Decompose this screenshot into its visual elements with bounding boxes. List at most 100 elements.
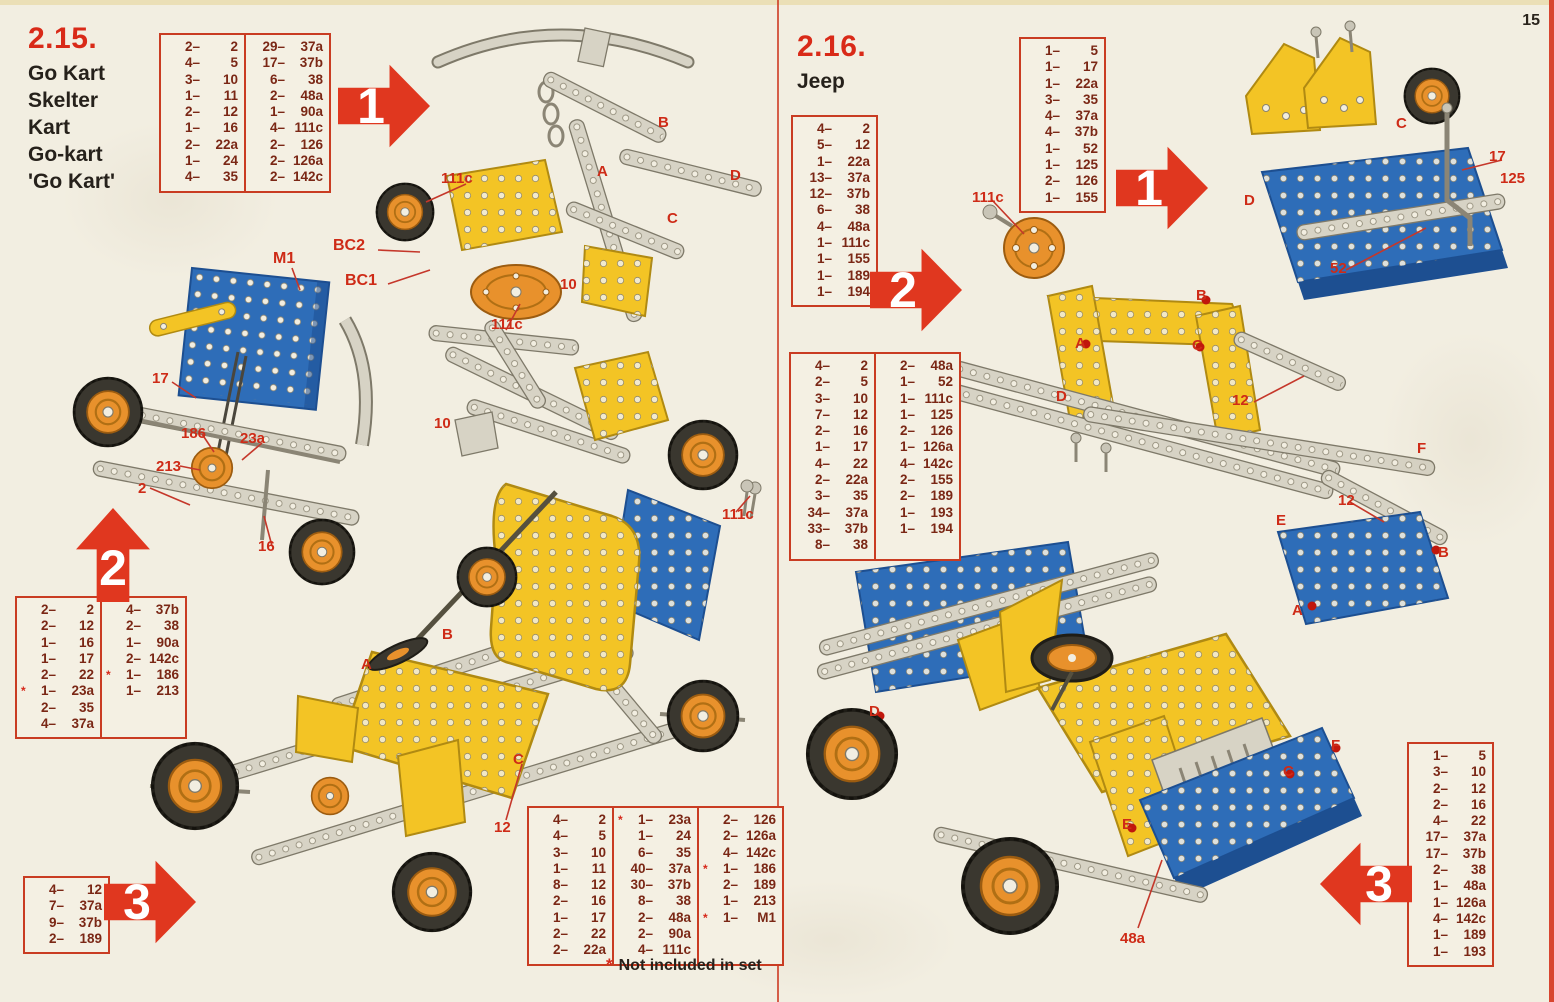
- step-number: 1: [1135, 160, 1163, 216]
- part-entry: 3–35: [814, 488, 868, 504]
- part-entry: 4–22: [1432, 813, 1486, 829]
- yellow-girder: [1046, 294, 1252, 348]
- part-entry: 4–142c: [1432, 910, 1486, 926]
- blue-plate: [608, 488, 722, 642]
- yellow-plate: [580, 244, 654, 318]
- perforated-strip: [201, 644, 634, 789]
- part-entry: *1–23a: [21, 683, 94, 699]
- part-entry: 2–22a: [814, 472, 868, 488]
- part-entry: 34–37a: [807, 504, 868, 520]
- diagram-label: 111c: [722, 506, 754, 523]
- diagram-label: F: [1331, 737, 1341, 754]
- part-entry: 1–16: [184, 120, 238, 136]
- diagram-label: D: [1244, 192, 1255, 209]
- part-entry: 1–17: [40, 650, 94, 666]
- part-entry: 2–126a: [722, 828, 776, 844]
- wheel: [288, 518, 356, 586]
- part-entry: 17–37b: [1425, 845, 1486, 861]
- part-entry: 17–37b: [262, 55, 323, 71]
- diagram-label: 23a: [240, 430, 266, 447]
- model-name: Kart: [28, 116, 71, 139]
- part-entry: 8–38: [637, 893, 691, 909]
- part-entry: 1–5: [1432, 748, 1486, 763]
- crank-axle: [1444, 112, 1473, 246]
- diagram-label: 16: [258, 538, 275, 555]
- perforated-strip: [542, 71, 667, 143]
- perforated-strip: [565, 201, 685, 260]
- part-entry: 2–48a: [899, 358, 953, 373]
- part-entry: 4–2: [552, 812, 606, 827]
- part-entry: 1–17: [552, 909, 606, 925]
- part-entry: 1–111c: [816, 235, 870, 251]
- part-entry: 1–11: [184, 87, 238, 103]
- part-entry: 4–12: [48, 882, 102, 897]
- part-entry: 5–12: [816, 137, 870, 153]
- jeep-step1-diagram: [1244, 20, 1508, 300]
- perforated-strip: [818, 552, 1160, 656]
- yellow-floor-plate: [338, 650, 550, 800]
- part-entry: 29–37a: [262, 39, 323, 54]
- diagram-label: C: [667, 210, 678, 227]
- page-right-edge: [1549, 0, 1554, 1002]
- wheel: [666, 679, 740, 753]
- diagram-label: A: [361, 656, 372, 673]
- paper-stain: [1380, 330, 1554, 550]
- model-number-2-16: 2.16.: [797, 30, 867, 63]
- part-entry: 1–11: [552, 860, 606, 876]
- perforated-strip: [933, 826, 1209, 903]
- jeep-steering-wheel: [1030, 633, 1114, 683]
- model-name: Go-kart: [28, 143, 103, 166]
- bolt: [740, 479, 754, 493]
- diagram-label: C: [513, 751, 524, 768]
- footnote-star: *: [606, 955, 613, 974]
- blue-plate: [1276, 510, 1450, 626]
- axle-rod: [260, 469, 270, 541]
- model-name: 'Go Kart': [28, 170, 115, 193]
- part-entry: 40–37a: [630, 860, 691, 876]
- perforated-strip: [445, 346, 620, 441]
- blue-plate-m1: [177, 266, 331, 411]
- yellow-bracket: [1244, 42, 1322, 136]
- part-entry: 4–37b: [1044, 124, 1098, 140]
- part-entry: 3–10: [552, 844, 606, 860]
- diagram-label: 125: [1500, 170, 1526, 187]
- step-arrow-1-left-page: 1: [338, 58, 430, 154]
- part-entry: 4–2: [816, 121, 870, 136]
- yellow-plate: [573, 350, 670, 442]
- diagram-label: B: [1196, 287, 1207, 304]
- footnote: *Not included in set: [606, 955, 762, 975]
- diagram-label: 17: [1489, 148, 1506, 165]
- wheel: [150, 741, 240, 831]
- blue-body-plate: [854, 540, 1090, 694]
- diagram-label: 111c: [491, 316, 523, 333]
- part-entry: 1–194: [816, 283, 870, 299]
- step-number: 3: [1365, 856, 1393, 912]
- diagram-label: 17: [152, 370, 169, 387]
- wheel: [72, 376, 144, 448]
- part-entry: 2–5: [814, 374, 868, 390]
- part-entry: *1–186: [703, 860, 776, 876]
- diagram-label: C: [1396, 115, 1407, 132]
- part-entry: 3–10: [1432, 764, 1486, 780]
- diagram-label: F: [1417, 440, 1427, 457]
- part-entry: 2–16: [552, 893, 606, 909]
- part-entry: 1–213: [125, 683, 179, 699]
- model-number-2-15: 2.15.: [28, 22, 98, 55]
- part-entry: 4–142c: [722, 844, 776, 860]
- part-entry: 1–52: [1044, 140, 1098, 156]
- part-entry: 2–2: [184, 39, 238, 54]
- diagram-label: 111c: [441, 170, 473, 187]
- curved-strip: [338, 316, 373, 447]
- yellow-seat: [489, 482, 641, 692]
- perforated-strip: [619, 148, 762, 197]
- part-entry: 2–22a: [552, 942, 606, 958]
- part-entry: 4–37a: [40, 716, 94, 732]
